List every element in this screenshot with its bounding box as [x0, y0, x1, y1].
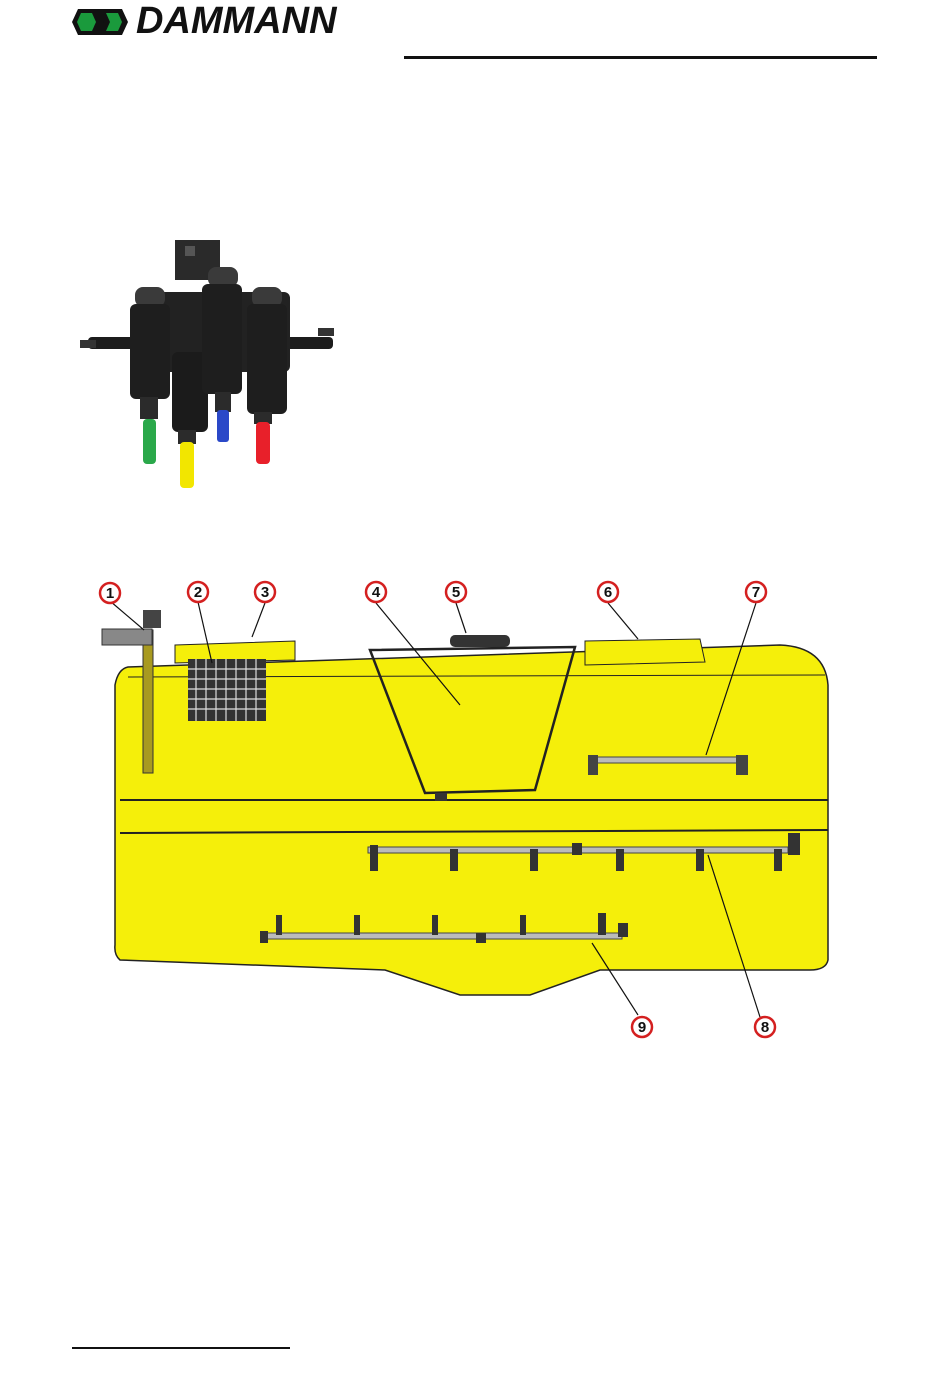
- callout-2: 2: [188, 582, 208, 602]
- svg-text:4: 4: [372, 584, 381, 601]
- svg-text:9: 9: [638, 1019, 646, 1036]
- svg-text:3: 3: [261, 584, 269, 601]
- svg-text:5: 5: [452, 584, 460, 601]
- callout-1: 1: [100, 583, 120, 603]
- svg-text:6: 6: [604, 584, 612, 601]
- yellow-nozzle: [180, 442, 194, 488]
- callout-5: 5: [446, 582, 466, 602]
- callout-4: 4: [366, 582, 386, 602]
- svg-text:7: 7: [752, 584, 760, 601]
- svg-text:1: 1: [106, 585, 114, 602]
- dammann-hexagon-logo-icon: [72, 7, 128, 37]
- nozzle-holder-figure: [80, 232, 335, 492]
- blue-nozzle: [217, 410, 229, 442]
- footer-rule: [72, 1347, 290, 1349]
- green-nozzle: [143, 419, 156, 464]
- callout-6: 6: [598, 582, 618, 602]
- tank-diagram: 1 2 3 4 5 6 7 8 9: [80, 575, 880, 1045]
- callout-3: 3: [255, 582, 275, 602]
- red-nozzle: [256, 422, 270, 464]
- dammann-logo: DAMMANN: [72, 4, 402, 40]
- callout-7: 7: [746, 582, 766, 602]
- callout-8: 8: [755, 1017, 775, 1037]
- brand-name: DAMMANN: [136, 0, 337, 43]
- callout-9: 9: [632, 1017, 652, 1037]
- svg-text:2: 2: [194, 584, 202, 601]
- header-rule: [404, 56, 877, 59]
- svg-text:8: 8: [761, 1019, 769, 1036]
